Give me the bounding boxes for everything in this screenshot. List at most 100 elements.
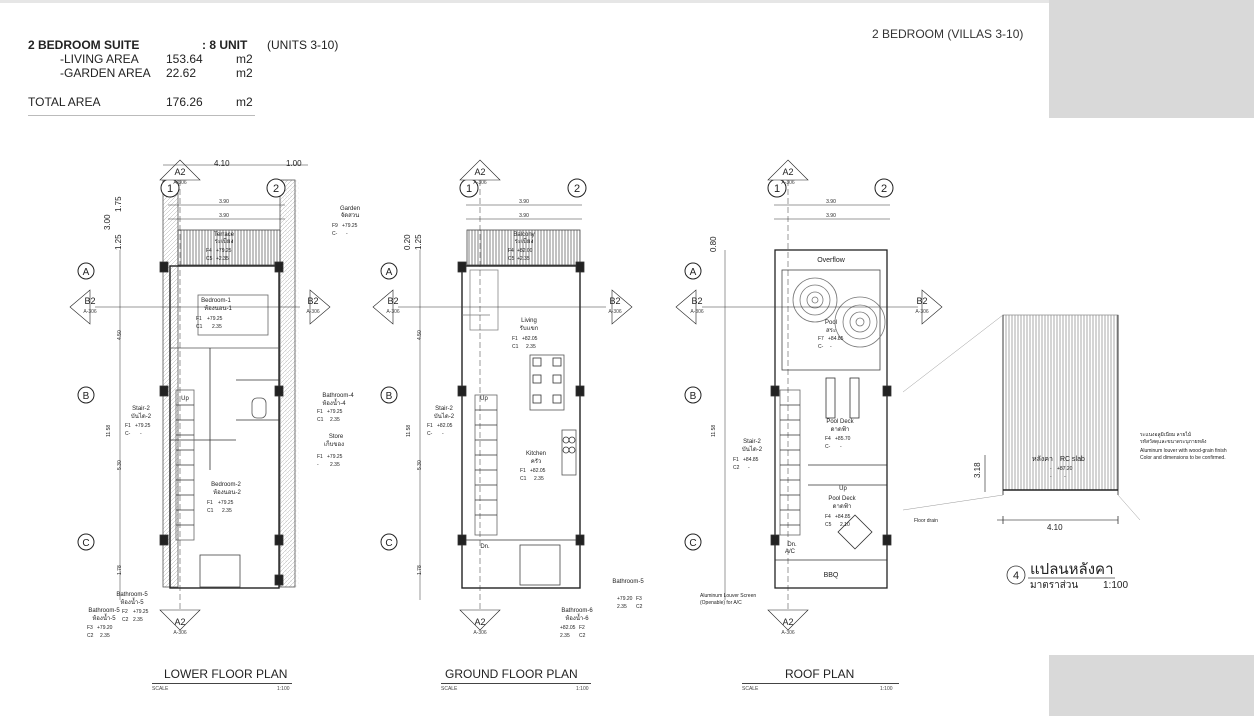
tag: 2.35 xyxy=(617,604,627,610)
louver-note-th-2: รหัสวัสดุและขนาดระบุภายหลัง xyxy=(1140,439,1207,445)
title-rule xyxy=(152,683,292,684)
louver-screen-note: Aluminum Louver Screen xyxy=(700,593,756,599)
room-bathroom-5a: Bathroom-5 xyxy=(116,592,148,598)
tag: - xyxy=(442,431,444,437)
tag: F1 xyxy=(520,468,526,474)
tag: - xyxy=(830,344,832,350)
tag: +82.00 xyxy=(517,248,533,254)
dim-178-ground: 1.78 xyxy=(417,565,423,575)
scale-label: SCALE xyxy=(742,686,759,692)
sheet-ref: A-306 xyxy=(473,180,487,186)
room-kitchen: Kitchen xyxy=(526,451,546,457)
grid-bubble-2-roof xyxy=(874,178,894,198)
tag: F3 xyxy=(87,625,93,631)
tag: - xyxy=(1050,474,1052,480)
room-stair-lower-th: บันได-2 xyxy=(131,412,152,420)
slab-label-th: หลังคา xyxy=(1032,455,1053,463)
dim-width-inner-lower: 3.90 xyxy=(219,213,229,219)
room-stair-roof-th: บันได-2 xyxy=(742,445,763,453)
dim-450-ground: 4.50 xyxy=(417,330,423,340)
dim-width-inner-roof: 3.90 xyxy=(826,213,836,219)
dim-125-ground: 1.25 xyxy=(414,234,423,250)
tag: 2.35 xyxy=(330,417,340,423)
lower-floor-plan-title: LOWER FLOOR PLAN xyxy=(164,667,288,681)
tag: +84.85 xyxy=(743,457,759,463)
tag: - xyxy=(748,465,750,471)
stair-dn-roof: Dn. xyxy=(787,542,797,548)
dim-178-lower: 1.78 xyxy=(117,565,123,575)
dim-1158-roof: 11.58 xyxy=(711,425,717,437)
grid-bubble-a-lower xyxy=(77,262,95,280)
floor-drain-label: Floor drain xyxy=(914,518,938,524)
dim-1158-ground: 11.58 xyxy=(406,425,412,437)
tag: - xyxy=(1064,474,1066,480)
grid-label-c-roof: C xyxy=(689,538,696,549)
section-a2-top-roof: A2 xyxy=(782,167,793,177)
tag: 2.35 xyxy=(560,633,570,639)
section-a2-top-ground: A2 xyxy=(474,167,485,177)
tag: C- xyxy=(818,344,824,350)
dim-width-inner-ground: 3.90 xyxy=(519,213,529,219)
room-stair-ground-th: บันได-2 xyxy=(434,412,455,420)
tag: C1 xyxy=(317,417,324,423)
tag: +84.85 xyxy=(835,514,851,520)
tag: 2.10 xyxy=(840,522,850,528)
room-bathroom-5b: Bathroom-5 xyxy=(88,608,120,614)
scale-value: 1:100 xyxy=(880,686,893,692)
tag: F1 xyxy=(317,409,323,415)
room-store: Store xyxy=(329,434,344,440)
tag: +79.20 xyxy=(617,596,633,602)
tag: - xyxy=(346,231,348,237)
room-pool-deck-2-th: ดาดฟ้า xyxy=(833,503,852,510)
sheet-ref: A-306 xyxy=(915,309,929,315)
dim-080: 0.80 xyxy=(709,236,718,252)
bbq-label: BBQ xyxy=(824,572,839,579)
room-store-th: เก็บของ xyxy=(324,439,344,448)
tag: C2 xyxy=(579,633,586,639)
grid-bubble-2-ground xyxy=(567,178,587,198)
stair-up-roof: Up xyxy=(839,486,847,492)
villas-title: 2 BEDROOM (VILLAS 3-10) xyxy=(872,27,1024,41)
room-garden-th: จัดสวน xyxy=(341,212,360,219)
tag: F4 xyxy=(825,436,831,442)
tag: +79.25 xyxy=(133,609,149,615)
total-area-unit: m2 xyxy=(236,95,253,109)
dim-garden-width: 1.00 xyxy=(286,159,302,168)
section-b2-right-roof: B2 xyxy=(916,296,927,306)
tag: +2.35 xyxy=(517,256,530,262)
dim-width-inner-ground: 3.90 xyxy=(519,199,529,205)
louver-note-en: Aluminum louver with wood-grain finish xyxy=(1140,448,1227,454)
room-kitchen-th: ครัว xyxy=(531,458,542,465)
grid-label-a-ground: A xyxy=(386,267,393,278)
tag: - xyxy=(317,462,319,468)
tag: 2.35 xyxy=(330,462,340,468)
tag: 2.35 xyxy=(526,344,536,350)
room-bedroom-1-th: ห้องนอน-1 xyxy=(204,305,232,312)
lower-floor-plan xyxy=(159,179,300,589)
grid-bubble-c-roof xyxy=(684,533,702,551)
dim-1158-lower: 11.58 xyxy=(106,425,112,437)
tag: C1 xyxy=(196,324,203,330)
tag: F7 xyxy=(818,336,824,342)
room-stair-roof: Stair-2 xyxy=(743,439,761,445)
dim-450-lower: 4.50 xyxy=(117,330,123,340)
grid-bubble-2-lower xyxy=(266,178,286,198)
louver-note-en-2: Color and dimensions to be confirmed. xyxy=(1140,455,1226,461)
title-block-top xyxy=(1049,0,1254,118)
tag: +82.05 xyxy=(560,625,576,631)
tag: +79.25 xyxy=(342,223,358,229)
tag: +84.85 xyxy=(828,336,844,342)
dim-300: 3.00 xyxy=(103,214,112,230)
grid-label-b-ground: B xyxy=(386,391,393,402)
grid-bubble-b-ground xyxy=(380,386,398,404)
tag: +87.20 xyxy=(1057,466,1073,472)
room-bathroom-6: Bathroom-6 xyxy=(561,608,593,614)
stair-dn-ground: Dn. xyxy=(480,544,490,550)
tag: F1 xyxy=(512,336,518,342)
title-block-bottom xyxy=(1049,655,1254,716)
tag: F1 xyxy=(207,500,213,506)
tag: C- xyxy=(125,431,131,437)
room-bedroom-1: Bedroom-1 xyxy=(201,298,231,304)
detail-scale-value: 1:100 xyxy=(1103,580,1128,591)
roof-detail-drawing xyxy=(902,314,1141,585)
